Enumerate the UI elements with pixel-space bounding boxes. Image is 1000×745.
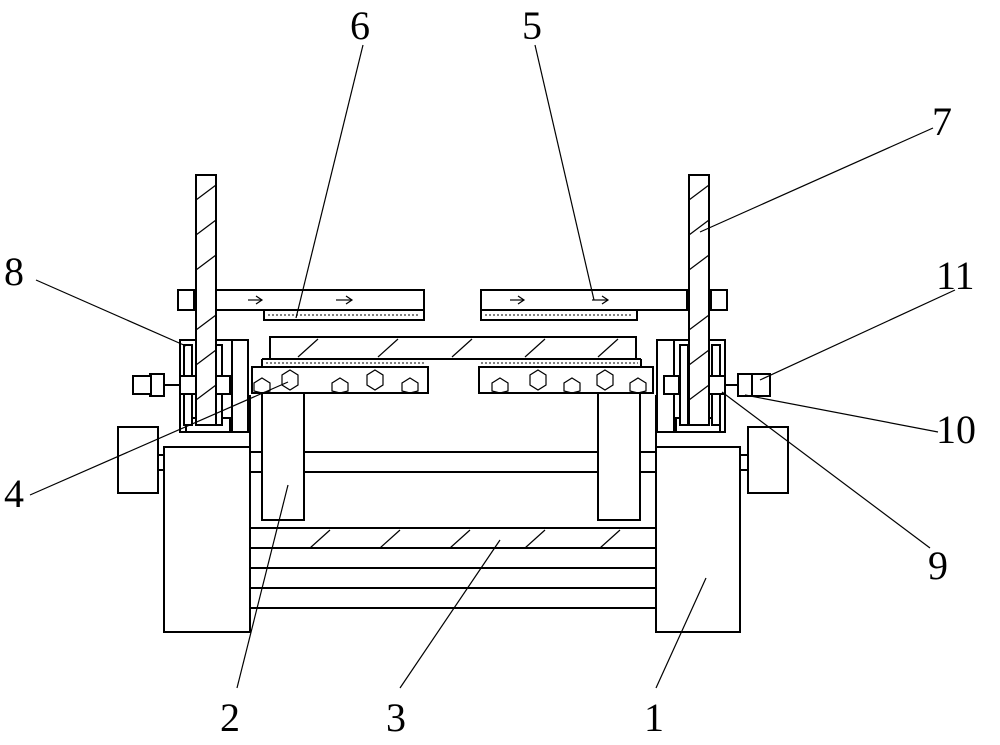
leader-10 — [744, 394, 939, 433]
label-2: 2 — [220, 695, 240, 740]
right-upright — [688, 174, 710, 426]
left-top-plate — [215, 289, 425, 321]
right-clamp-assembly — [656, 339, 771, 433]
left-top-block — [177, 289, 195, 311]
label-11: 11 — [936, 253, 975, 298]
left-upright — [195, 174, 217, 426]
right-post — [597, 389, 641, 521]
leader-4 — [29, 381, 289, 496]
label-5: 5 — [522, 3, 542, 48]
label-8: 8 — [4, 249, 24, 294]
leader-8 — [35, 279, 187, 347]
lower-rails — [250, 451, 656, 609]
leader-3 — [399, 539, 501, 689]
label-4: 4 — [4, 471, 24, 516]
label-3: 3 — [386, 695, 406, 740]
left-clamp-assembly — [132, 339, 249, 433]
label-9: 9 — [928, 543, 948, 588]
right-base-block — [655, 426, 789, 633]
leader-6 — [295, 44, 364, 319]
leader-11 — [759, 289, 956, 381]
leader-1 — [655, 577, 707, 689]
right-hex-plate — [478, 366, 654, 394]
label-10: 10 — [936, 407, 976, 452]
right-top-plate — [480, 289, 688, 321]
lower-hatched-beam — [309, 529, 621, 549]
leader-5 — [534, 44, 595, 301]
leader-9 — [721, 391, 931, 549]
label-1: 1 — [644, 695, 664, 740]
left-base-block — [117, 426, 251, 633]
middle-hatched-plate — [261, 336, 642, 367]
label-7: 7 — [932, 99, 952, 144]
leader-7 — [699, 127, 934, 233]
leader-lines — [29, 44, 956, 689]
label-6: 6 — [350, 3, 370, 48]
left-post — [261, 389, 305, 521]
right-top-block — [710, 289, 728, 311]
left-hex-plate — [251, 366, 429, 394]
leader-2 — [236, 484, 289, 689]
